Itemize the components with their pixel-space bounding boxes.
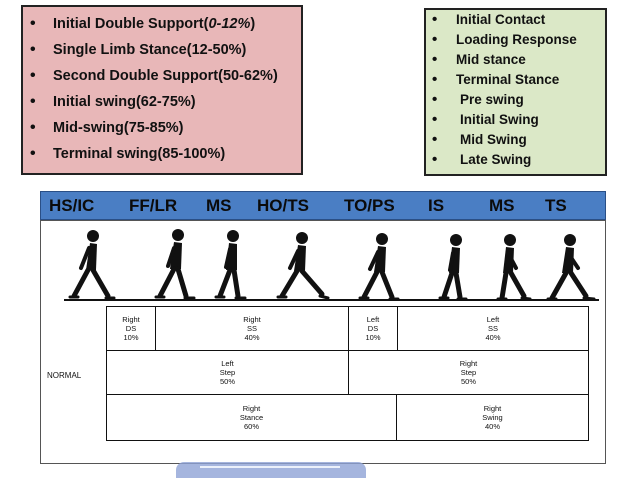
list-item-text: Terminal swing(85-100%): [53, 146, 226, 162]
phase-label: IS: [428, 196, 445, 215]
walking-figure-loading-response: [154, 229, 196, 300]
phase-label: HO/TS: [257, 196, 309, 215]
list-item-text: Mid-swing(75-85%): [53, 120, 184, 136]
phase-label: TO/PS: [344, 196, 395, 215]
gait-phases-box: • Initial Double Support(0-12%) • Single…: [21, 5, 303, 175]
bullet-icon: •: [30, 15, 36, 32]
right-step-cell: Right Step 50%: [348, 350, 589, 395]
cell-label: Right Stance 60%: [239, 404, 264, 431]
walking-figure-mid-stance: [214, 230, 247, 300]
list-item-italic: 0-12%: [208, 16, 251, 32]
list-item-text: Initial swing(62-75%): [53, 94, 196, 110]
list-item-text: Late Swing: [460, 152, 532, 167]
phase-label: TS: [545, 196, 567, 215]
list-item-text: Second Double Support(50-62%): [53, 68, 278, 84]
left-ss-cell: Left SS 40%: [397, 306, 589, 351]
left-ds-cell: Left DS 10%: [348, 306, 398, 351]
list-item-text: Loading Response: [456, 32, 577, 47]
walking-figure-heel-strike: [68, 230, 116, 300]
list-item-text: Initial Double Support(: [53, 16, 209, 32]
bullet-icon: •: [30, 119, 36, 136]
phase-abbreviation-bar: HS/IC FF/LR MS HO/TS TO/PS IS MS TS: [40, 191, 606, 220]
right-swing-cell: Right Swing 40%: [396, 394, 589, 441]
cell-label: Left SS 40%: [485, 315, 501, 342]
walking-figure-pre-swing: [358, 233, 400, 301]
cell-label: Left Step 50%: [219, 359, 236, 386]
bullet-icon: •: [432, 51, 438, 68]
bullet-icon: •: [30, 145, 36, 162]
phase-label: FF/LR: [129, 196, 178, 215]
list-item-text: Single Limb Stance(12-50%): [53, 42, 247, 58]
bullet-icon: •: [432, 111, 438, 128]
phase-label: MS: [489, 196, 515, 215]
list-item-tail: ): [250, 16, 256, 32]
cell-label: Right SS 40%: [243, 315, 261, 342]
bullet-icon: •: [432, 151, 438, 168]
bullet-icon: •: [432, 91, 438, 108]
bullet-icon: •: [432, 71, 438, 88]
left-step-cell: Left Step 50%: [106, 350, 349, 395]
cell-label: Left DS 10%: [365, 315, 381, 342]
watermark-logo: [176, 462, 366, 478]
phase-label: HS/IC: [49, 196, 95, 215]
cell-label: Right Swing 40%: [482, 404, 503, 431]
cell-label: Right Step 50%: [459, 359, 478, 386]
walking-figure-initial-swing: [438, 234, 468, 301]
bullet-icon: •: [432, 11, 438, 28]
bullet-icon: •: [432, 131, 438, 148]
list-item-text: Initial Swing: [460, 112, 539, 127]
watermark-stripe: [200, 466, 340, 468]
ground-line: [64, 299, 599, 301]
bullet-icon: •: [432, 31, 438, 48]
list-item-text: Terminal Stance: [456, 72, 560, 87]
gait-events-box: • Initial Contact • Loading Response • Mid …: [424, 8, 607, 176]
list-item-text: Initial Contact: [456, 12, 546, 27]
walking-figure-terminal-swing: [546, 234, 596, 301]
right-ds-cell: Right DS 10%: [106, 306, 156, 351]
right-stance-cell: Right Stance 60%: [106, 394, 397, 441]
walking-figures: [68, 229, 596, 301]
walking-figure-terminal-stance: [276, 232, 330, 300]
bullet-icon: •: [30, 41, 36, 58]
list-item-text: Mid Swing: [460, 132, 527, 147]
bullet-icon: •: [30, 93, 36, 110]
right-ss-cell: Right SS 40%: [155, 306, 349, 351]
phase-label: MS: [206, 196, 232, 215]
walking-figure-mid-swing: [496, 234, 532, 301]
list-item-text: Pre swing: [460, 92, 524, 107]
normal-label: NORMAL: [47, 371, 82, 380]
bullet-icon: •: [30, 67, 36, 84]
cell-label: Right DS 10%: [122, 315, 140, 342]
list-item-text: Mid stance: [456, 52, 526, 67]
